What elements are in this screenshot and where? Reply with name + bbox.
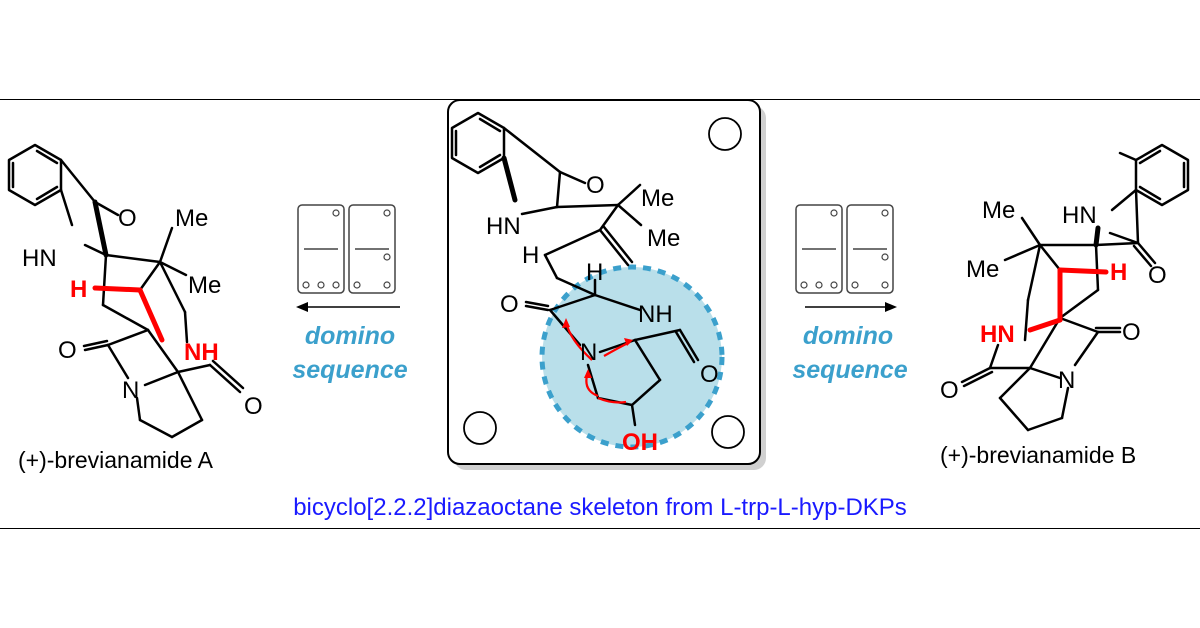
bottom-rule	[0, 528, 1200, 529]
compound-name-right: (+)-brevianamide B	[940, 442, 1136, 468]
label-hn: HN	[1062, 202, 1097, 229]
label-me: Me	[647, 225, 680, 252]
label-nh: NH	[638, 301, 673, 328]
label-n: N	[580, 339, 597, 366]
center-structure	[450, 111, 700, 427]
brevianamide-a-red-bonds	[92, 285, 165, 343]
domino-label-left: domino	[305, 322, 395, 350]
label-hn: HN	[980, 321, 1015, 348]
compound-name-left: (+)-brevianamide A	[18, 447, 214, 473]
label-h: H	[70, 276, 87, 303]
dominoes-left	[297, 204, 396, 294]
label-o: O	[586, 172, 605, 199]
label-o: O	[700, 361, 719, 388]
domino-label-right: domino	[803, 322, 893, 350]
center-panel	[447, 99, 766, 470]
dominoes-right	[795, 204, 894, 294]
label-me: Me	[641, 185, 674, 212]
label-me: Me	[188, 272, 221, 299]
label-n: N	[1058, 367, 1075, 394]
brevianamide-b-structure	[960, 143, 1190, 432]
scheme-caption: bicyclo[2.2.2]diazaoctane skeleton from …	[293, 494, 907, 521]
sequence-label-right: sequence	[792, 356, 907, 384]
label-o: O	[940, 377, 959, 404]
label-me: Me	[175, 205, 208, 232]
arrow-left	[296, 302, 400, 312]
brevianamide-b-red-bonds	[1027, 267, 1109, 333]
brevianamide-a-structure	[7, 143, 245, 439]
highlight-circle	[539, 264, 725, 450]
label-n: N	[122, 377, 139, 404]
label-o: O	[500, 291, 519, 318]
label-hn: HN	[486, 213, 521, 240]
label-me: Me	[966, 256, 999, 283]
arrow-right	[805, 302, 897, 312]
label-o: O	[1122, 319, 1141, 346]
label-nh: NH	[184, 339, 219, 366]
label-h: H	[522, 242, 539, 269]
label-o: O	[1148, 262, 1167, 289]
label-oh: OH	[622, 429, 658, 456]
sequence-label-left: sequence	[292, 356, 407, 384]
label-me: Me	[982, 197, 1015, 224]
label-h: H	[586, 259, 603, 286]
label-o: O	[58, 337, 77, 364]
label-h: H	[1110, 259, 1127, 286]
label-o: O	[244, 393, 263, 420]
label-hn: HN	[22, 245, 57, 272]
label-o: O	[118, 205, 137, 232]
